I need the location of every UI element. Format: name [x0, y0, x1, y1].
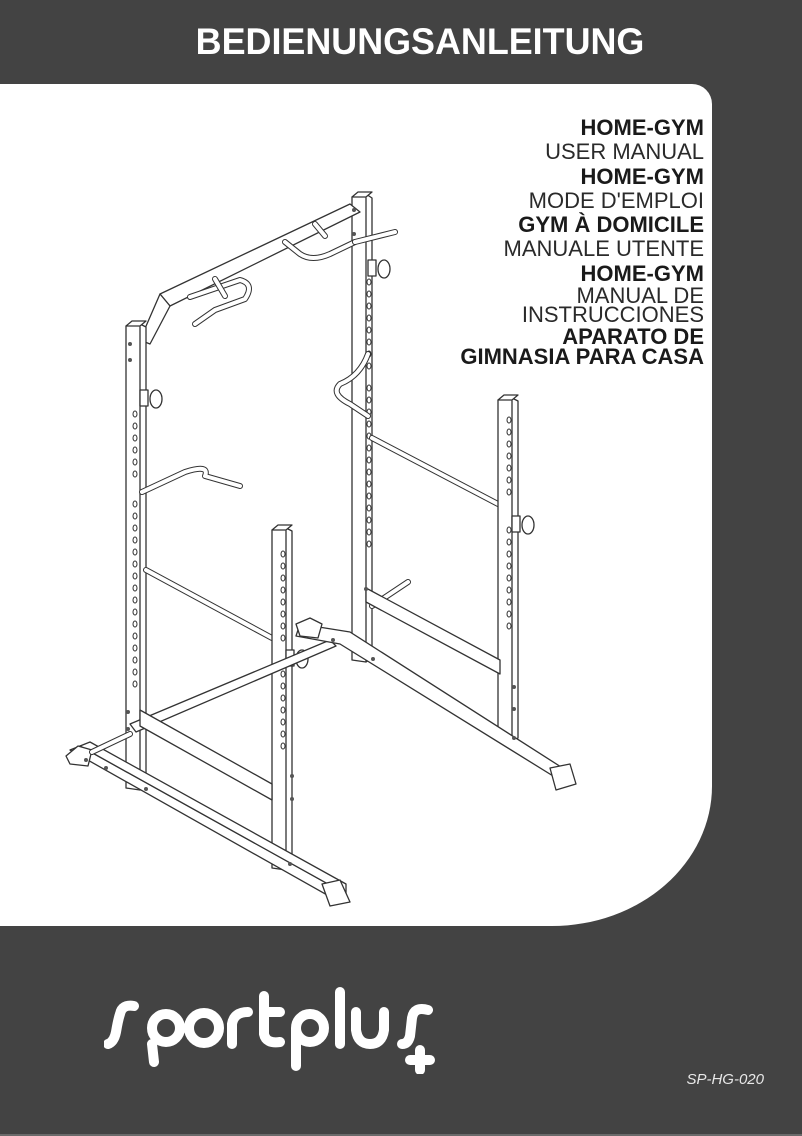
title-it-manuale-utente: MANUALE UTENTE — [503, 236, 704, 262]
sportplus-logo — [104, 987, 435, 1074]
title-it-gym-domicile: GYM À DOMICILE — [518, 212, 704, 238]
title-es-gimnasia: GIMNASIA PARA CASA — [460, 344, 704, 370]
title-fr-mode-emploi: MODE D'EMPLOI — [528, 187, 704, 213]
title-fr-homegym: HOME-GYM — [580, 163, 704, 189]
title-es-instrucciones: INSTRUCCIONES — [521, 302, 704, 328]
page-title: BEDIENUNGSANLEITUNG — [195, 21, 645, 62]
model-number: SP-HG-020 — [686, 1071, 764, 1088]
bottom-divider — [0, 1134, 802, 1136]
title-es-homegym: HOME-GYM — [580, 260, 704, 286]
language-titles: HOME-GYM USER MANUAL HOME-GYM MODE D'EMP… — [460, 115, 704, 370]
title-de-homegym: HOME-GYM — [580, 115, 704, 140]
title-es-aparato-de: APARATO DE — [562, 324, 704, 350]
home-gym-illustration — [65, 191, 577, 907]
cover-panel: HOME-GYM USER MANUAL HOME-GYM MODE D'EMP… — [0, 84, 712, 926]
title-en-user-manual: USER MANUAL — [545, 139, 704, 165]
title-es-manual-de: MANUAL DE — [576, 283, 704, 309]
